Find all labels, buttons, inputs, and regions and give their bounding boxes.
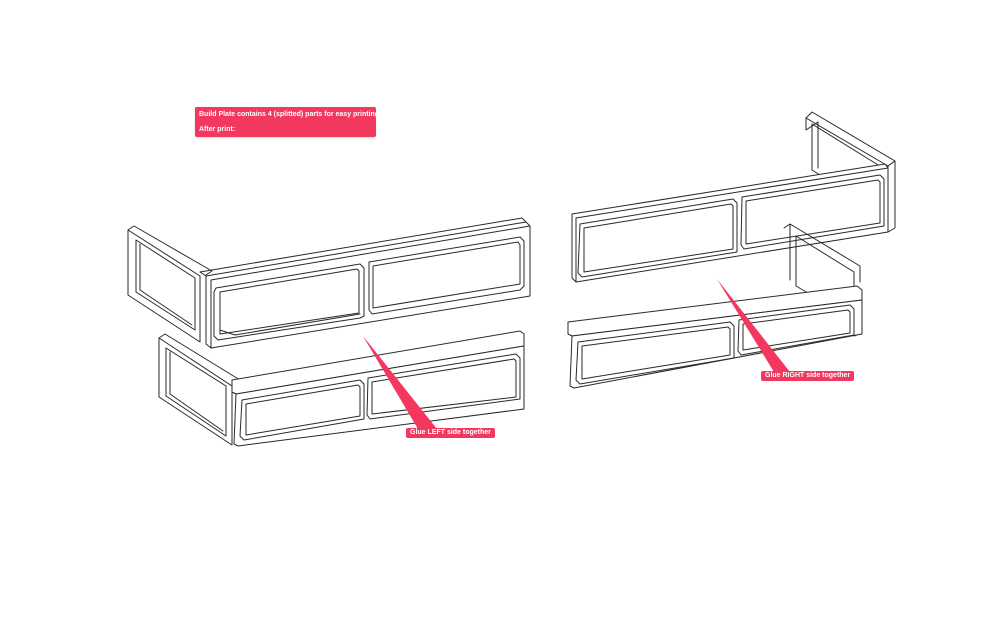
glue-left-callout: Glue LEFT side together [406,428,495,438]
left-upper-part [127,217,531,349]
build-plate-note: Build Plate contains 4 (splitted) parts … [195,107,382,137]
left-lower-part [158,330,525,447]
left-callout-pointer [363,336,437,429]
right-callout-pointer [717,279,790,372]
right-lower-part [567,223,863,389]
glue-right-callout: Glue RIGHT side together [761,371,855,381]
build-plate-text: Build Plate contains 4 (splitted) parts … [199,111,382,118]
after-print-text: After print: [199,126,236,133]
callout-pointers [363,279,790,429]
right-upper-part [571,111,896,283]
